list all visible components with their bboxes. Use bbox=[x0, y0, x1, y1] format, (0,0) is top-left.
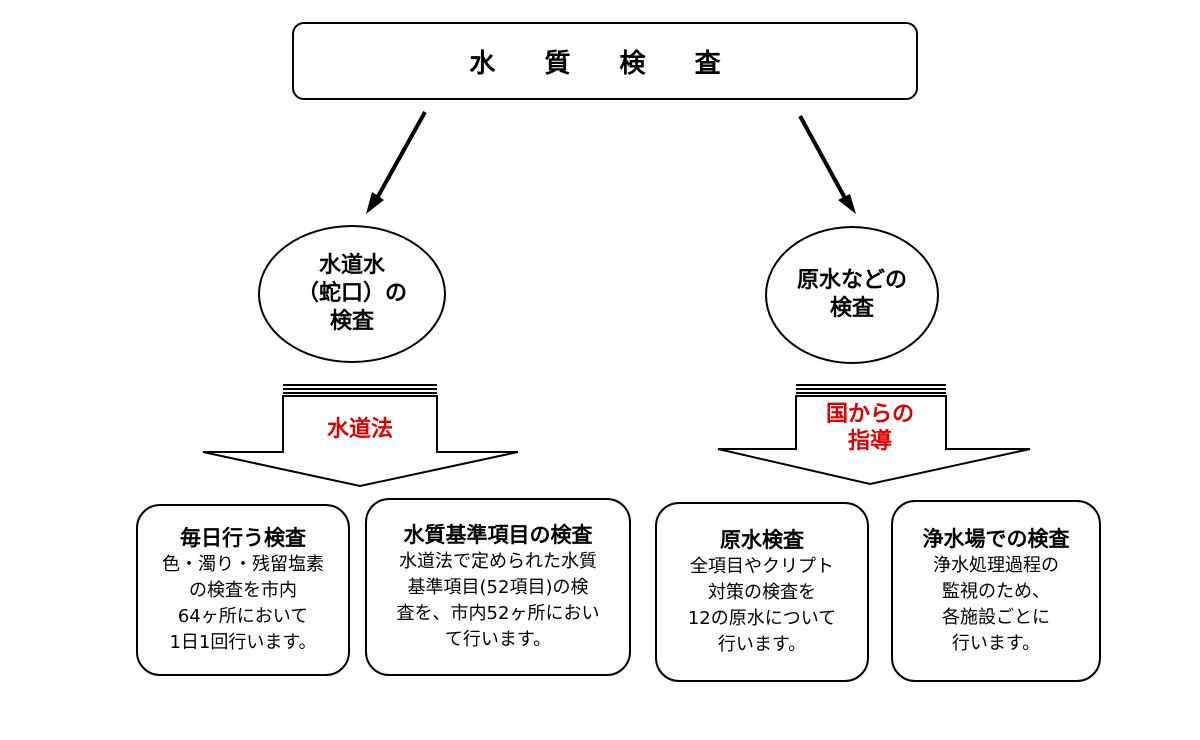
law-line: 指導 bbox=[847, 429, 892, 454]
card-line: 対策の検査を bbox=[708, 582, 816, 603]
law-line: 国からの bbox=[825, 402, 914, 427]
card-line: 12の原水について bbox=[687, 608, 837, 629]
card-line: 色・濁り・残留塩素 bbox=[162, 554, 324, 575]
quality-standard-inspection-card: 水質基準項目の検査 水道法で定められた水質 基準項目(52項目)の検 査を、市内… bbox=[365, 498, 631, 676]
raw-water-inspection-card: 原水検査 全項目やクリプト 対策の検査を 12の原水について 行います。 bbox=[655, 502, 869, 682]
card-line: 64ヶ所において bbox=[177, 606, 309, 627]
card-line: の検査を市内 bbox=[189, 580, 297, 601]
oval-line: 検査 bbox=[829, 296, 874, 321]
card-line: 1日1回行います。 bbox=[169, 632, 317, 653]
card-title: 毎日行う検査 bbox=[180, 526, 306, 550]
card-title: 浄水場での検査 bbox=[922, 527, 1070, 551]
block-arrow-right bbox=[717, 384, 1031, 486]
purification-plant-inspection-card: 浄水場での検査 浄水処理過程の 監視のため、 各施設ごとに 行います。 bbox=[891, 500, 1101, 682]
card-line: 行います。 bbox=[717, 634, 807, 655]
oval-line: 水道水 bbox=[318, 253, 385, 278]
card-line: て行います。 bbox=[444, 629, 552, 650]
card-title: 水質基準項目の検査 bbox=[403, 523, 593, 547]
law-label-left: 水道法 bbox=[290, 416, 430, 443]
card-line: 監視のため、 bbox=[942, 581, 1050, 602]
card-line: 水道法で定められた水質 bbox=[399, 551, 597, 572]
tap-water-inspection-oval: 水道水 （蛇口）の 検査 bbox=[258, 225, 446, 363]
arrowhead-right bbox=[838, 194, 856, 214]
daily-inspection-card: 毎日行う検査 色・濁り・残留塩素 の検査を市内 64ヶ所において 1日1回行いま… bbox=[136, 504, 350, 676]
title-box: 水 質 検 査 bbox=[292, 22, 918, 100]
oval-line: 原水などの bbox=[796, 268, 907, 293]
raw-water-inspection-oval: 原水などの 検査 bbox=[765, 226, 939, 364]
card-line: 浄水処理過程の bbox=[933, 555, 1059, 576]
page-title: 水 質 検 査 bbox=[469, 48, 741, 79]
oval-line: 検査 bbox=[329, 309, 374, 334]
card-line: 行います。 bbox=[951, 633, 1041, 654]
arrow-to-right-oval bbox=[798, 115, 848, 201]
arrowhead-left bbox=[366, 192, 384, 214]
card-line: 全項目やクリプト bbox=[690, 556, 834, 577]
oval-line: （蛇口）の bbox=[296, 281, 407, 306]
card-title: 原水検査 bbox=[720, 528, 804, 552]
card-line: 査を、市内52ヶ所におい bbox=[396, 603, 600, 624]
block-arrow-left bbox=[202, 384, 519, 488]
card-line: 基準項目(52項目)の検 bbox=[407, 577, 589, 598]
law-line: 水道法 bbox=[326, 417, 393, 442]
law-label-right: 国からの 指導 bbox=[800, 401, 940, 455]
arrow-to-left-oval bbox=[374, 111, 427, 201]
card-line: 各施設ごとに bbox=[942, 607, 1050, 628]
